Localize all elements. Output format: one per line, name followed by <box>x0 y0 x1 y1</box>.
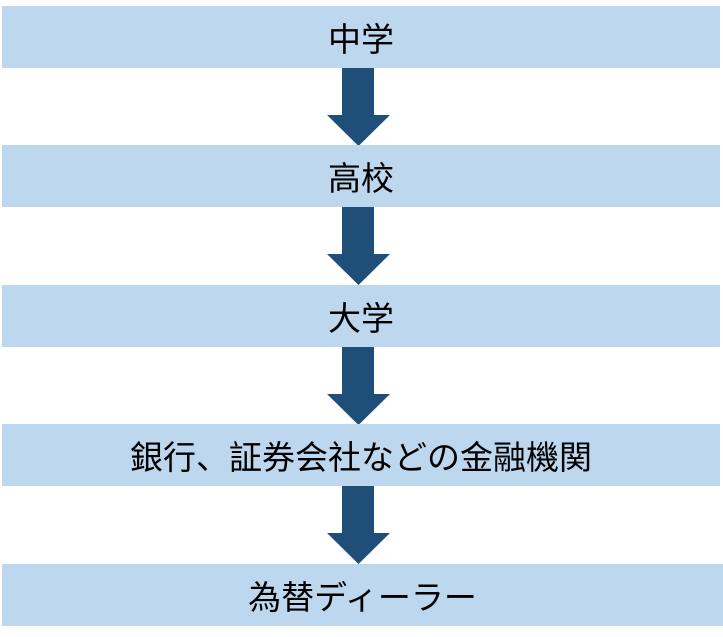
down-arrow-icon <box>327 486 390 564</box>
step-label: 銀行、証券会社などの金融機関 <box>130 438 592 477</box>
step-box-junior-high: 中学 <box>2 6 720 68</box>
step-box-financial-institution: 銀行、証券会社などの金融機関 <box>2 424 720 486</box>
step-label: 為替ディーラー <box>248 578 477 617</box>
step-box-university: 大学 <box>2 285 720 347</box>
step-box-fx-dealer: 為替ディーラー <box>2 564 723 626</box>
down-arrow-icon <box>327 207 390 285</box>
down-arrow-icon <box>327 68 390 146</box>
step-box-high-school: 高校 <box>2 145 720 207</box>
step-label: 大学 <box>328 299 394 338</box>
step-label: 中学 <box>328 20 394 59</box>
down-arrow-icon <box>327 347 390 425</box>
step-label: 高校 <box>328 159 394 198</box>
